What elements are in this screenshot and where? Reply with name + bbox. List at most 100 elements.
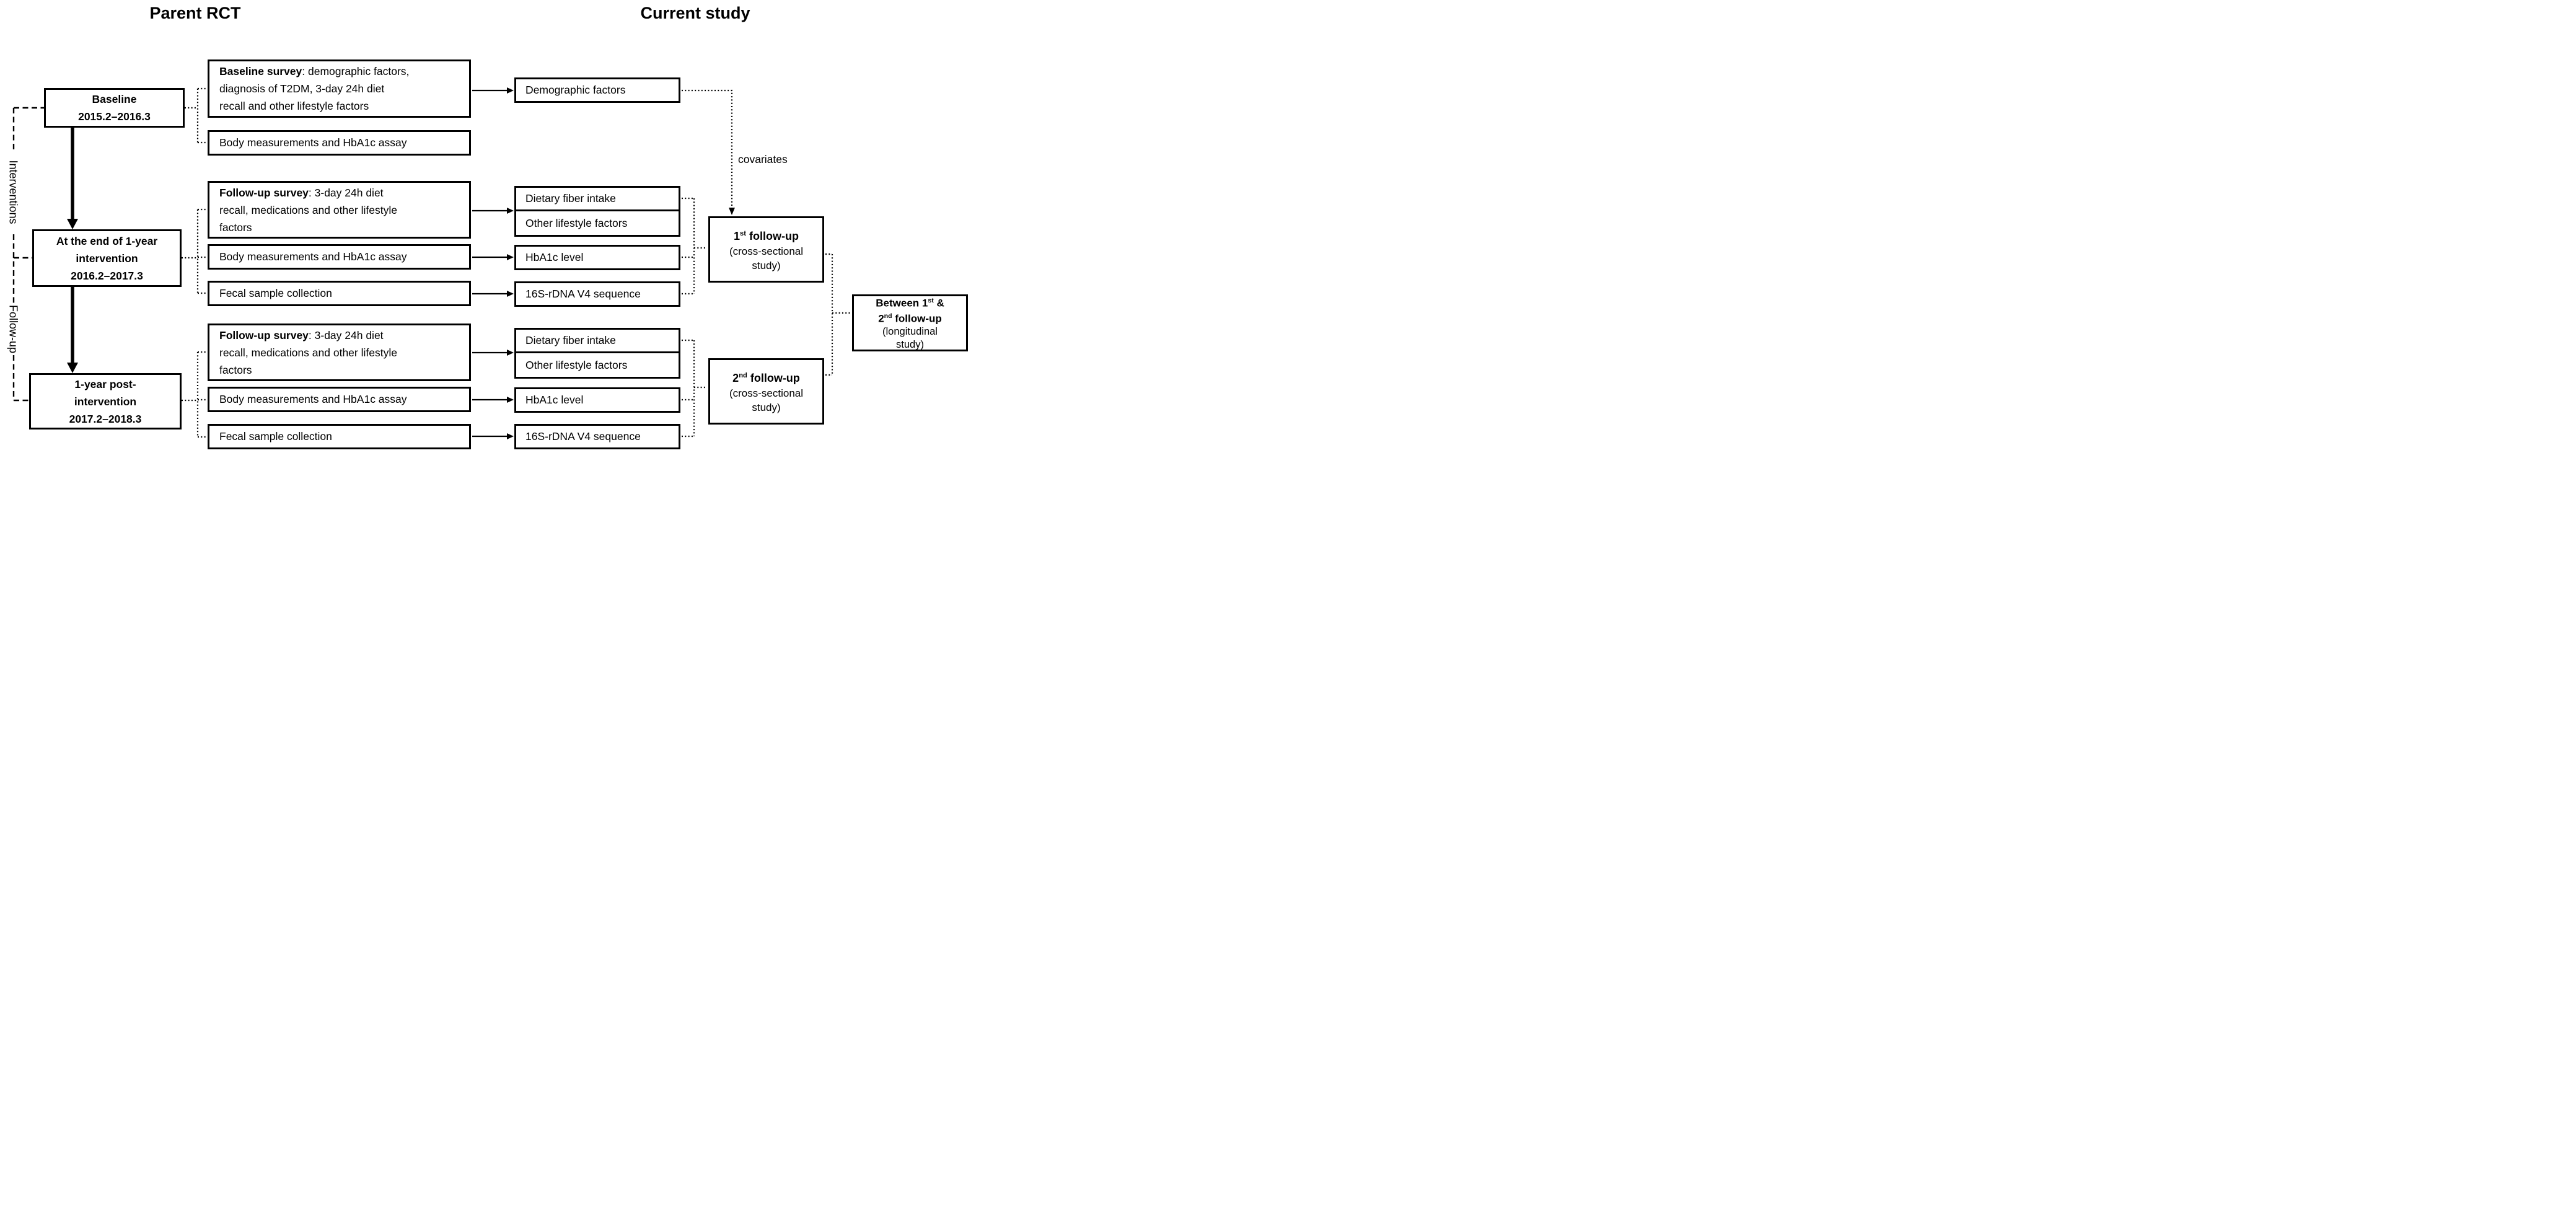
- first-followup-title: 1st follow-up: [710, 226, 822, 244]
- arrowhead-down-icon: [67, 363, 78, 373]
- dashed-rail: [12, 107, 44, 402]
- baseline-dates: 2015.2–2016.3: [78, 110, 151, 123]
- second-followup-subtitle-line2: study): [752, 402, 781, 413]
- arrow-followup-survey1-to-dietary: [472, 208, 514, 214]
- demographic-factors-label: Demographic factors: [525, 84, 626, 96]
- followup-survey1-line3: factors: [219, 221, 252, 234]
- fecal-sample-box-1: Fecal sample collection: [208, 281, 471, 306]
- first-followup-num: 1: [734, 230, 741, 242]
- followup-survey1-line1-rest: : 3-day 24h diet: [308, 186, 384, 199]
- dietary-fiber-box-2: Dietary fiber intake: [514, 328, 680, 353]
- hba1c-level-box-2: HbA1c level: [514, 387, 680, 413]
- connector-layer: [12, 87, 851, 439]
- arrowhead-down-icon: [67, 219, 78, 229]
- second-followup-subtitle-line1: (cross-sectional: [729, 387, 804, 399]
- demographic-factors-box: Demographic factors: [514, 77, 680, 103]
- other-lifestyle-label: Other lifestyle factors: [525, 216, 628, 229]
- followup-survey2-line3: factors: [219, 363, 252, 376]
- fecal-sample-label: Fecal sample collection: [219, 287, 332, 299]
- covariates-dotted-arrow: [682, 89, 735, 215]
- between-title-line1: Between 1st &: [854, 294, 966, 310]
- between-subtitle-line2: study): [896, 338, 924, 350]
- post-intervention-timepoint-box: 1-year post- intervention 2017.2–2018.3: [29, 373, 182, 429]
- body-measurements-label: Body measurements and HbA1c assay: [219, 136, 407, 149]
- second-followup-num: 2: [732, 372, 739, 384]
- other-lifestyle-box-2: Other lifestyle factors: [514, 351, 680, 379]
- other-lifestyle-label: Other lifestyle factors: [525, 358, 628, 371]
- hba1c-level-label: HbA1c level: [525, 251, 584, 263]
- followup-survey2-line1: Follow-up survey: 3-day 24h diet: [219, 327, 464, 344]
- study-design-diagram: Parent RCT Current study Interventions F…: [0, 0, 972, 457]
- first-followup-ordinal: st: [740, 230, 746, 237]
- arrowhead-down-icon: [729, 208, 735, 215]
- covariates-label: covariates: [738, 153, 788, 165]
- intervention-label-line1: At the end of 1-year: [56, 234, 158, 247]
- between-l1b: &: [933, 297, 944, 309]
- bracket-current2-to-second-followup: [682, 339, 707, 438]
- dietary-fiber-label: Dietary fiber intake: [525, 192, 616, 205]
- fecal-sample-box-2: Fecal sample collection: [208, 424, 471, 449]
- baseline-survey-box: Baseline survey: demographic factors, di…: [208, 59, 471, 118]
- baseline-label: Baseline: [92, 93, 137, 105]
- second-followup-ordinal: nd: [739, 372, 747, 379]
- timeline-arrow-intervention-to-post: [67, 287, 78, 373]
- arrow-fecal1-to-s16-1: [472, 291, 514, 297]
- intervention-end-timepoint-box: At the end of 1-year intervention 2016.2…: [32, 229, 182, 287]
- first-followup-box: 1st follow-up (cross-sectional study): [708, 216, 824, 283]
- body-measurements-box-3: Body measurements and HbA1c assay: [208, 387, 471, 412]
- s16-rdna-box-2: 16S-rDNA V4 sequence: [514, 424, 680, 449]
- between-l2a: 2: [878, 312, 884, 325]
- arrow-body2-to-hba1c1: [472, 254, 514, 260]
- arrow-body3-to-hba1c2: [472, 397, 514, 403]
- baseline-survey-line1: Baseline survey: demographic factors,: [219, 63, 464, 80]
- parent-rct-title: Parent RCT: [149, 4, 241, 22]
- arrow-baseline-survey-to-demographic: [472, 87, 514, 94]
- bracket-baseline-to-surveys: [185, 87, 206, 144]
- first-followup-subtitle-line2: study): [752, 260, 781, 271]
- second-followup-box: 2nd follow-up (cross-sectional study): [708, 358, 824, 425]
- followup-survey1-line1: Follow-up survey: 3-day 24h diet: [219, 184, 464, 201]
- dietary-fiber-box-1: Dietary fiber intake: [514, 186, 680, 211]
- post-label-line1: 1-year post-: [74, 377, 136, 390]
- baseline-survey-line3: recall and other lifestyle factors: [219, 100, 369, 112]
- first-followup-rest: follow-up: [745, 230, 799, 242]
- baseline-timepoint-box: Baseline 2015.2–2016.3: [44, 88, 185, 128]
- followup-survey-title: Follow-up survey: [219, 186, 309, 199]
- hba1c-level-label: HbA1c level: [525, 394, 584, 406]
- followup-survey-box-2: Follow-up survey: 3-day 24h diet recall,…: [208, 324, 471, 381]
- between-l1a: Between 1: [876, 297, 928, 309]
- fecal-sample-label: Fecal sample collection: [219, 430, 332, 443]
- body-measurements-label: Body measurements and HbA1c assay: [219, 393, 407, 405]
- between-followups-box: Between 1st & 2nd follow-up (longitudina…: [852, 294, 968, 351]
- bracket-followups-to-between: [825, 253, 851, 376]
- arrow-followup-survey2-to-dietary2: [472, 350, 514, 356]
- baseline-survey-title: Baseline survey: [219, 65, 302, 77]
- other-lifestyle-box-1: Other lifestyle factors: [514, 209, 680, 237]
- s16-rdna-label: 16S-rDNA V4 sequence: [525, 288, 641, 300]
- s16-rdna-label: 16S-rDNA V4 sequence: [525, 430, 641, 443]
- followup-survey-box-1: Follow-up survey: 3-day 24h diet recall,…: [208, 181, 471, 239]
- followup-survey2-line1-rest: : 3-day 24h diet: [308, 328, 384, 341]
- arrow-fecal2-to-s16-2: [472, 433, 514, 439]
- baseline-survey-line2: diagnosis of T2DM, 3-day 24h diet: [219, 82, 385, 95]
- rail-label-followup: Follow-up: [7, 304, 20, 354]
- intervention-label-line2: intervention: [76, 252, 138, 265]
- between-subtitle-line1: (longitudinal: [882, 325, 938, 337]
- hba1c-level-box-1: HbA1c level: [514, 245, 680, 270]
- dietary-fiber-label: Dietary fiber intake: [525, 334, 616, 346]
- between-l2-ordinal: nd: [884, 312, 892, 320]
- first-followup-subtitle-line1: (cross-sectional: [729, 245, 804, 257]
- bracket-post-to-surveys: [182, 351, 206, 438]
- baseline-survey-line1-rest: : demographic factors,: [302, 65, 410, 77]
- post-dates: 2017.2–2018.3: [69, 412, 142, 425]
- body-measurements-box-2: Body measurements and HbA1c assay: [208, 244, 471, 270]
- bracket-intervention-to-surveys: [182, 208, 206, 294]
- between-l2b: follow-up: [892, 312, 942, 325]
- body-measurements-label: Body measurements and HbA1c assay: [219, 250, 407, 263]
- followup-survey1-line2: recall, medications and other lifestyle: [219, 203, 397, 216]
- second-followup-rest: follow-up: [747, 372, 800, 384]
- second-followup-title: 2nd follow-up: [710, 368, 822, 386]
- followup-survey-title: Follow-up survey: [219, 328, 309, 341]
- timeline-arrow-baseline-to-intervention: [67, 128, 78, 229]
- current-study-title: Current study: [640, 4, 750, 22]
